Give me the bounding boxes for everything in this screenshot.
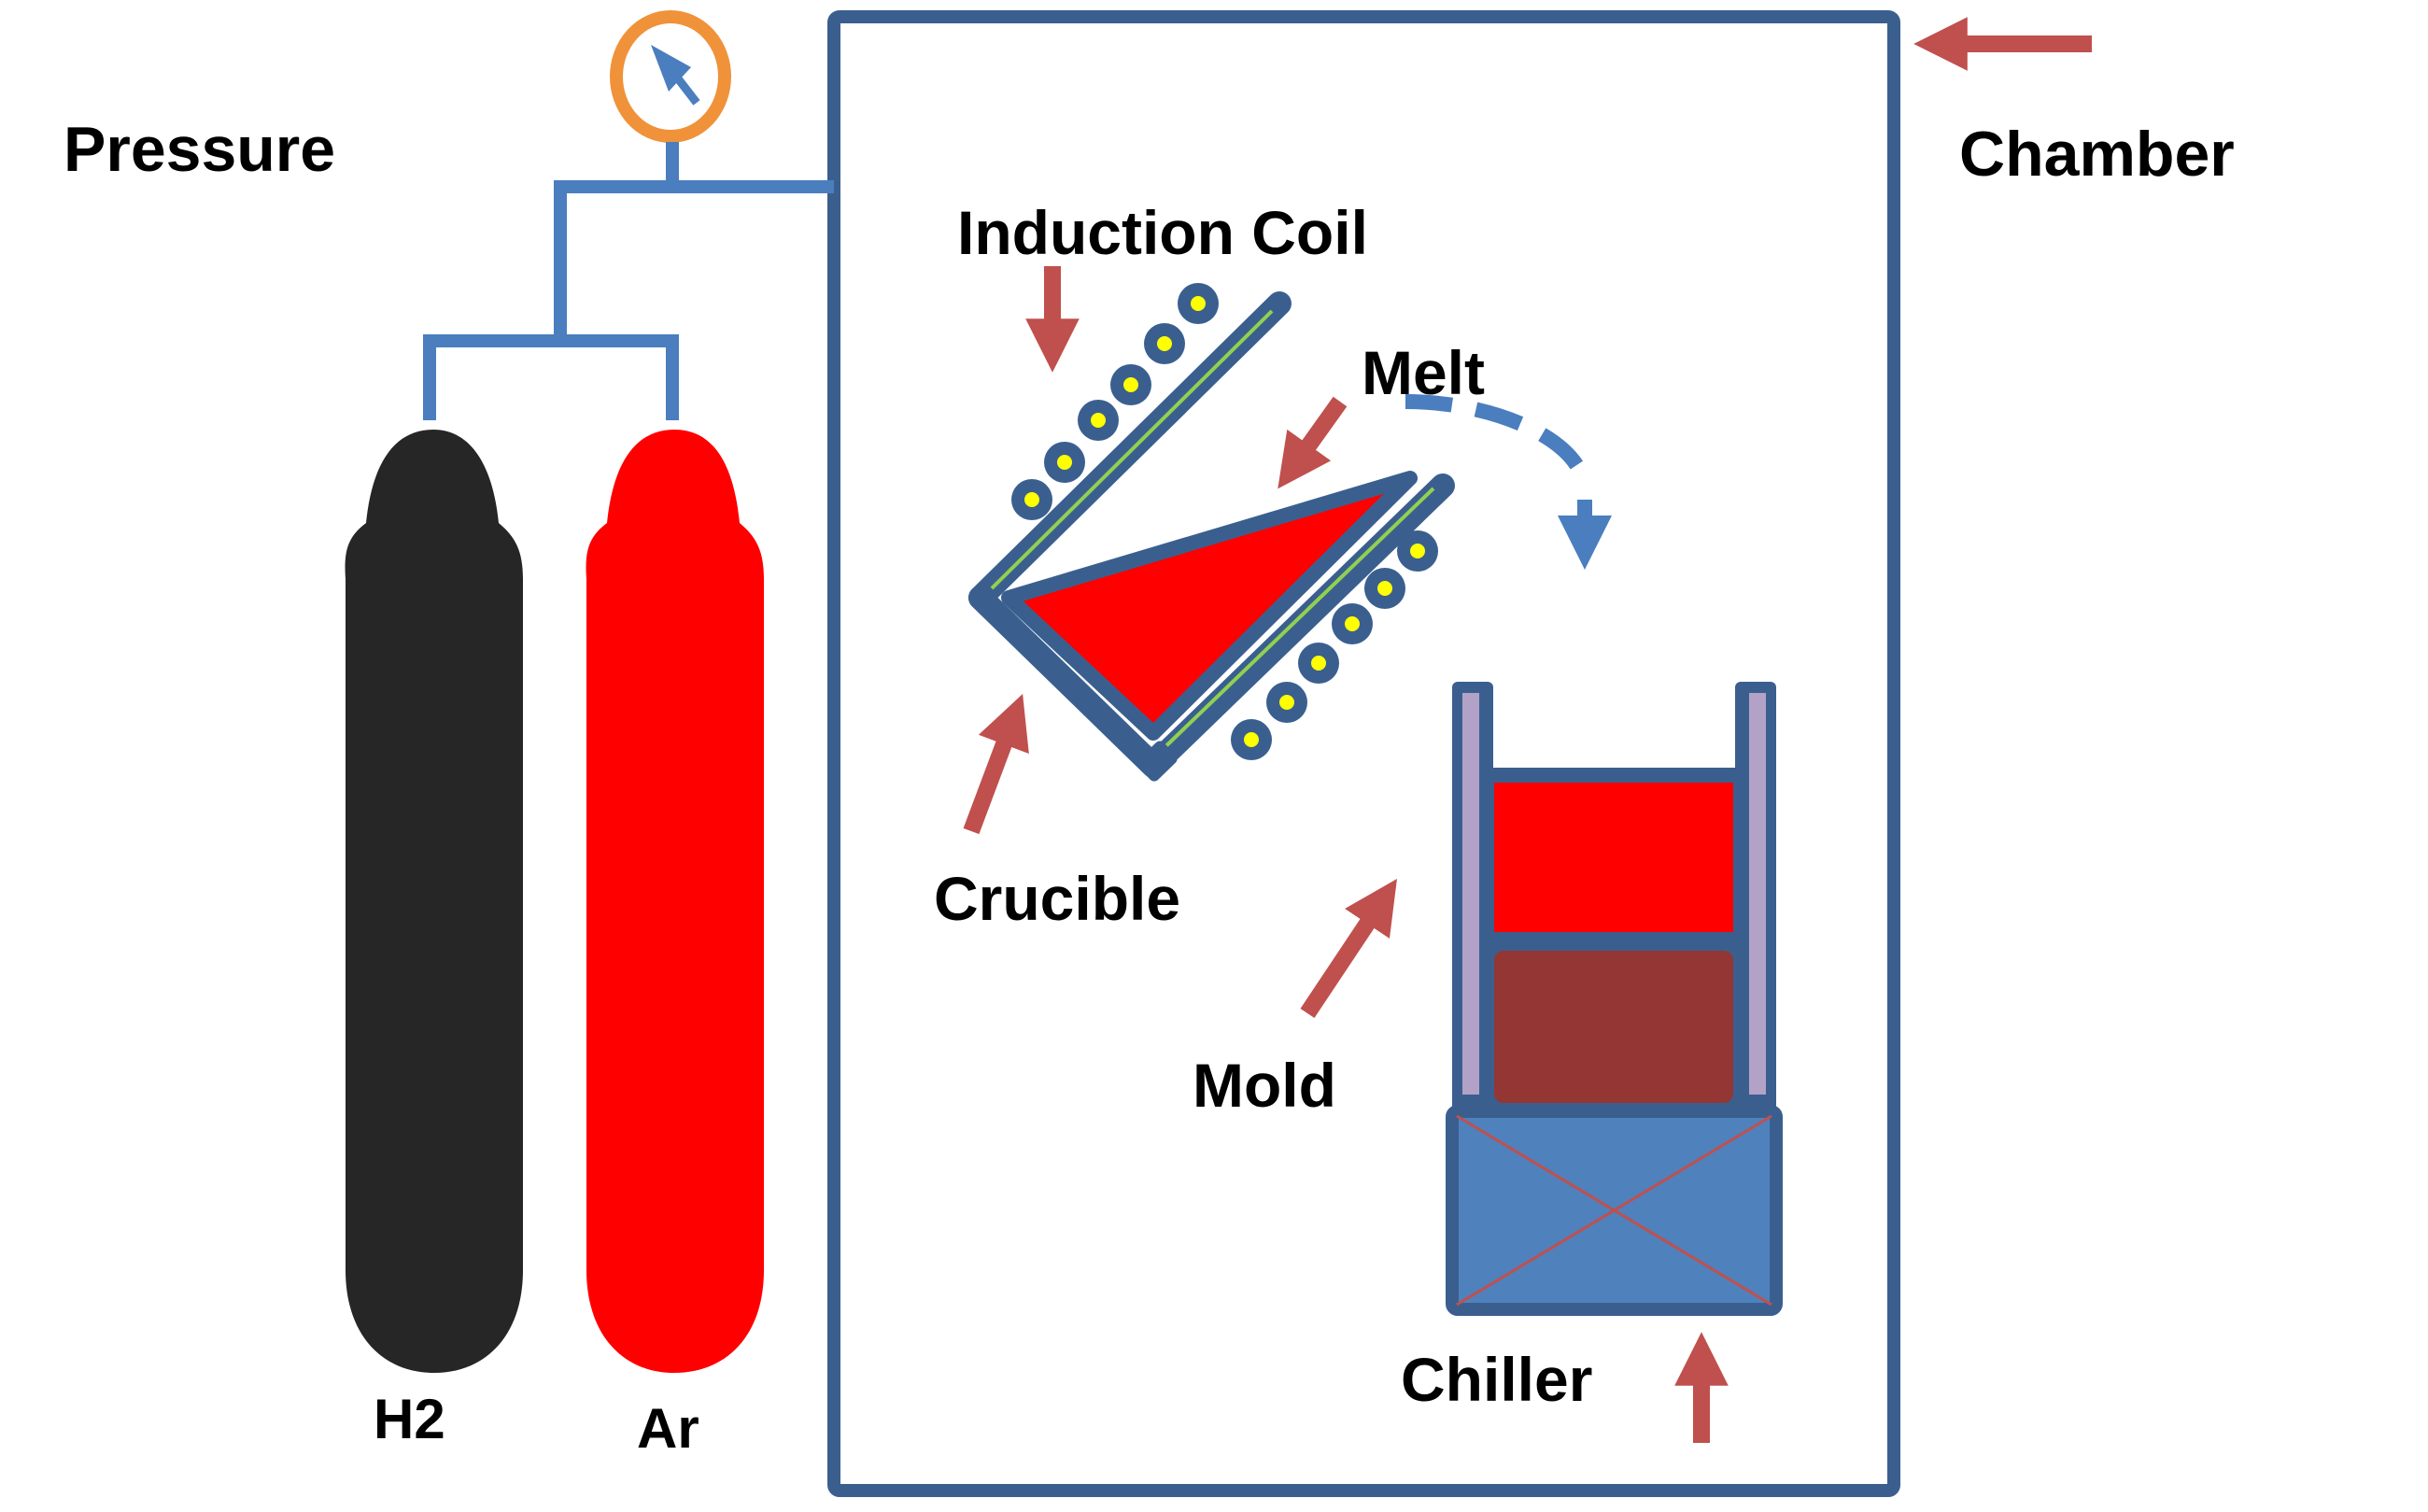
mold [1452,682,1776,1113]
ar-label: Ar [637,1397,699,1460]
melt-in-crucible [1001,471,1418,741]
molten-metal-in-mold [1494,783,1733,932]
crucible-assembly [968,283,1455,782]
h2-label: H2 [374,1388,445,1450]
h2-gas-cylinder [345,430,523,1373]
crucible-label: Crucible [934,864,1180,933]
mold-callout-arrow-icon [1300,879,1397,1018]
ar-gas-cylinder [586,430,764,1373]
crucible-callout-arrow-icon [963,694,1029,835]
pour-path-arrow-icon [1405,394,1612,570]
mold-label: Mold [1193,1051,1336,1120]
solidified-metal-in-mold [1494,951,1733,1103]
induction-coil-label: Induction Coil [957,198,1368,267]
chiller [1446,1105,1783,1316]
pressure-label: Pressure [64,114,335,185]
chiller-label: Chiller [1401,1345,1592,1414]
chamber-label: Chamber [1959,119,2235,190]
induction-coil-upper [1011,283,1219,520]
pressure-gauge [610,10,731,143]
vacuum-chamber [827,10,1900,1497]
melt-callout-arrow-icon [1278,396,1348,489]
gauge-needle-icon [651,45,700,106]
induction-coil-lower [1231,530,1438,760]
